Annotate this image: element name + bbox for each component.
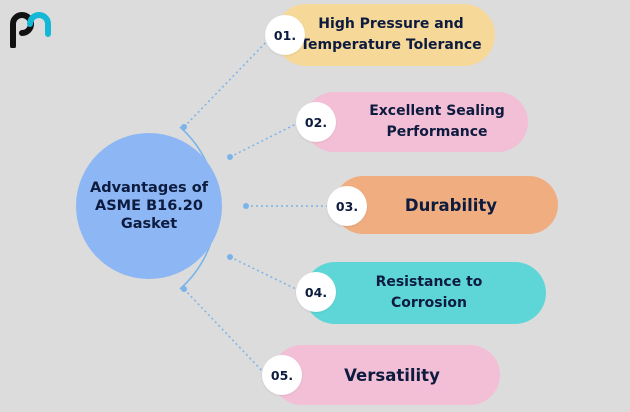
advantage-pill-5: Versatility xyxy=(272,345,500,405)
advantage-number-1: 01. xyxy=(265,15,305,55)
advantage-label-5: Versatility xyxy=(344,365,440,385)
advantage-number-4: 04. xyxy=(296,272,336,312)
advantage-number-5: 05. xyxy=(262,355,302,395)
advantage-number-2: 02. xyxy=(296,102,336,142)
advantage-label-1: High Pressure and Temperature Tolerance xyxy=(300,16,482,53)
hub-title: Advantages of ASME B16.20 Gasket xyxy=(89,180,209,232)
advantage-pill-3: Durability xyxy=(334,176,558,234)
advantage-label-3: Durability xyxy=(404,195,498,215)
advantage-pill-1: High Pressure and Temperature Tolerance xyxy=(275,4,495,66)
hub-circle: Advantages of ASME B16.20 Gasket xyxy=(76,133,222,279)
advantage-pill-2: Excellent Sealing Performance xyxy=(304,92,528,152)
advantage-label-4: Resistance to Corrosion xyxy=(375,274,483,311)
advantage-pill-4: Resistance to Corrosion xyxy=(304,262,546,324)
advantage-label-2: Excellent Sealing Performance xyxy=(369,103,505,140)
brand-logo-icon xyxy=(10,12,51,48)
advantage-number-3: 03. xyxy=(327,186,367,226)
